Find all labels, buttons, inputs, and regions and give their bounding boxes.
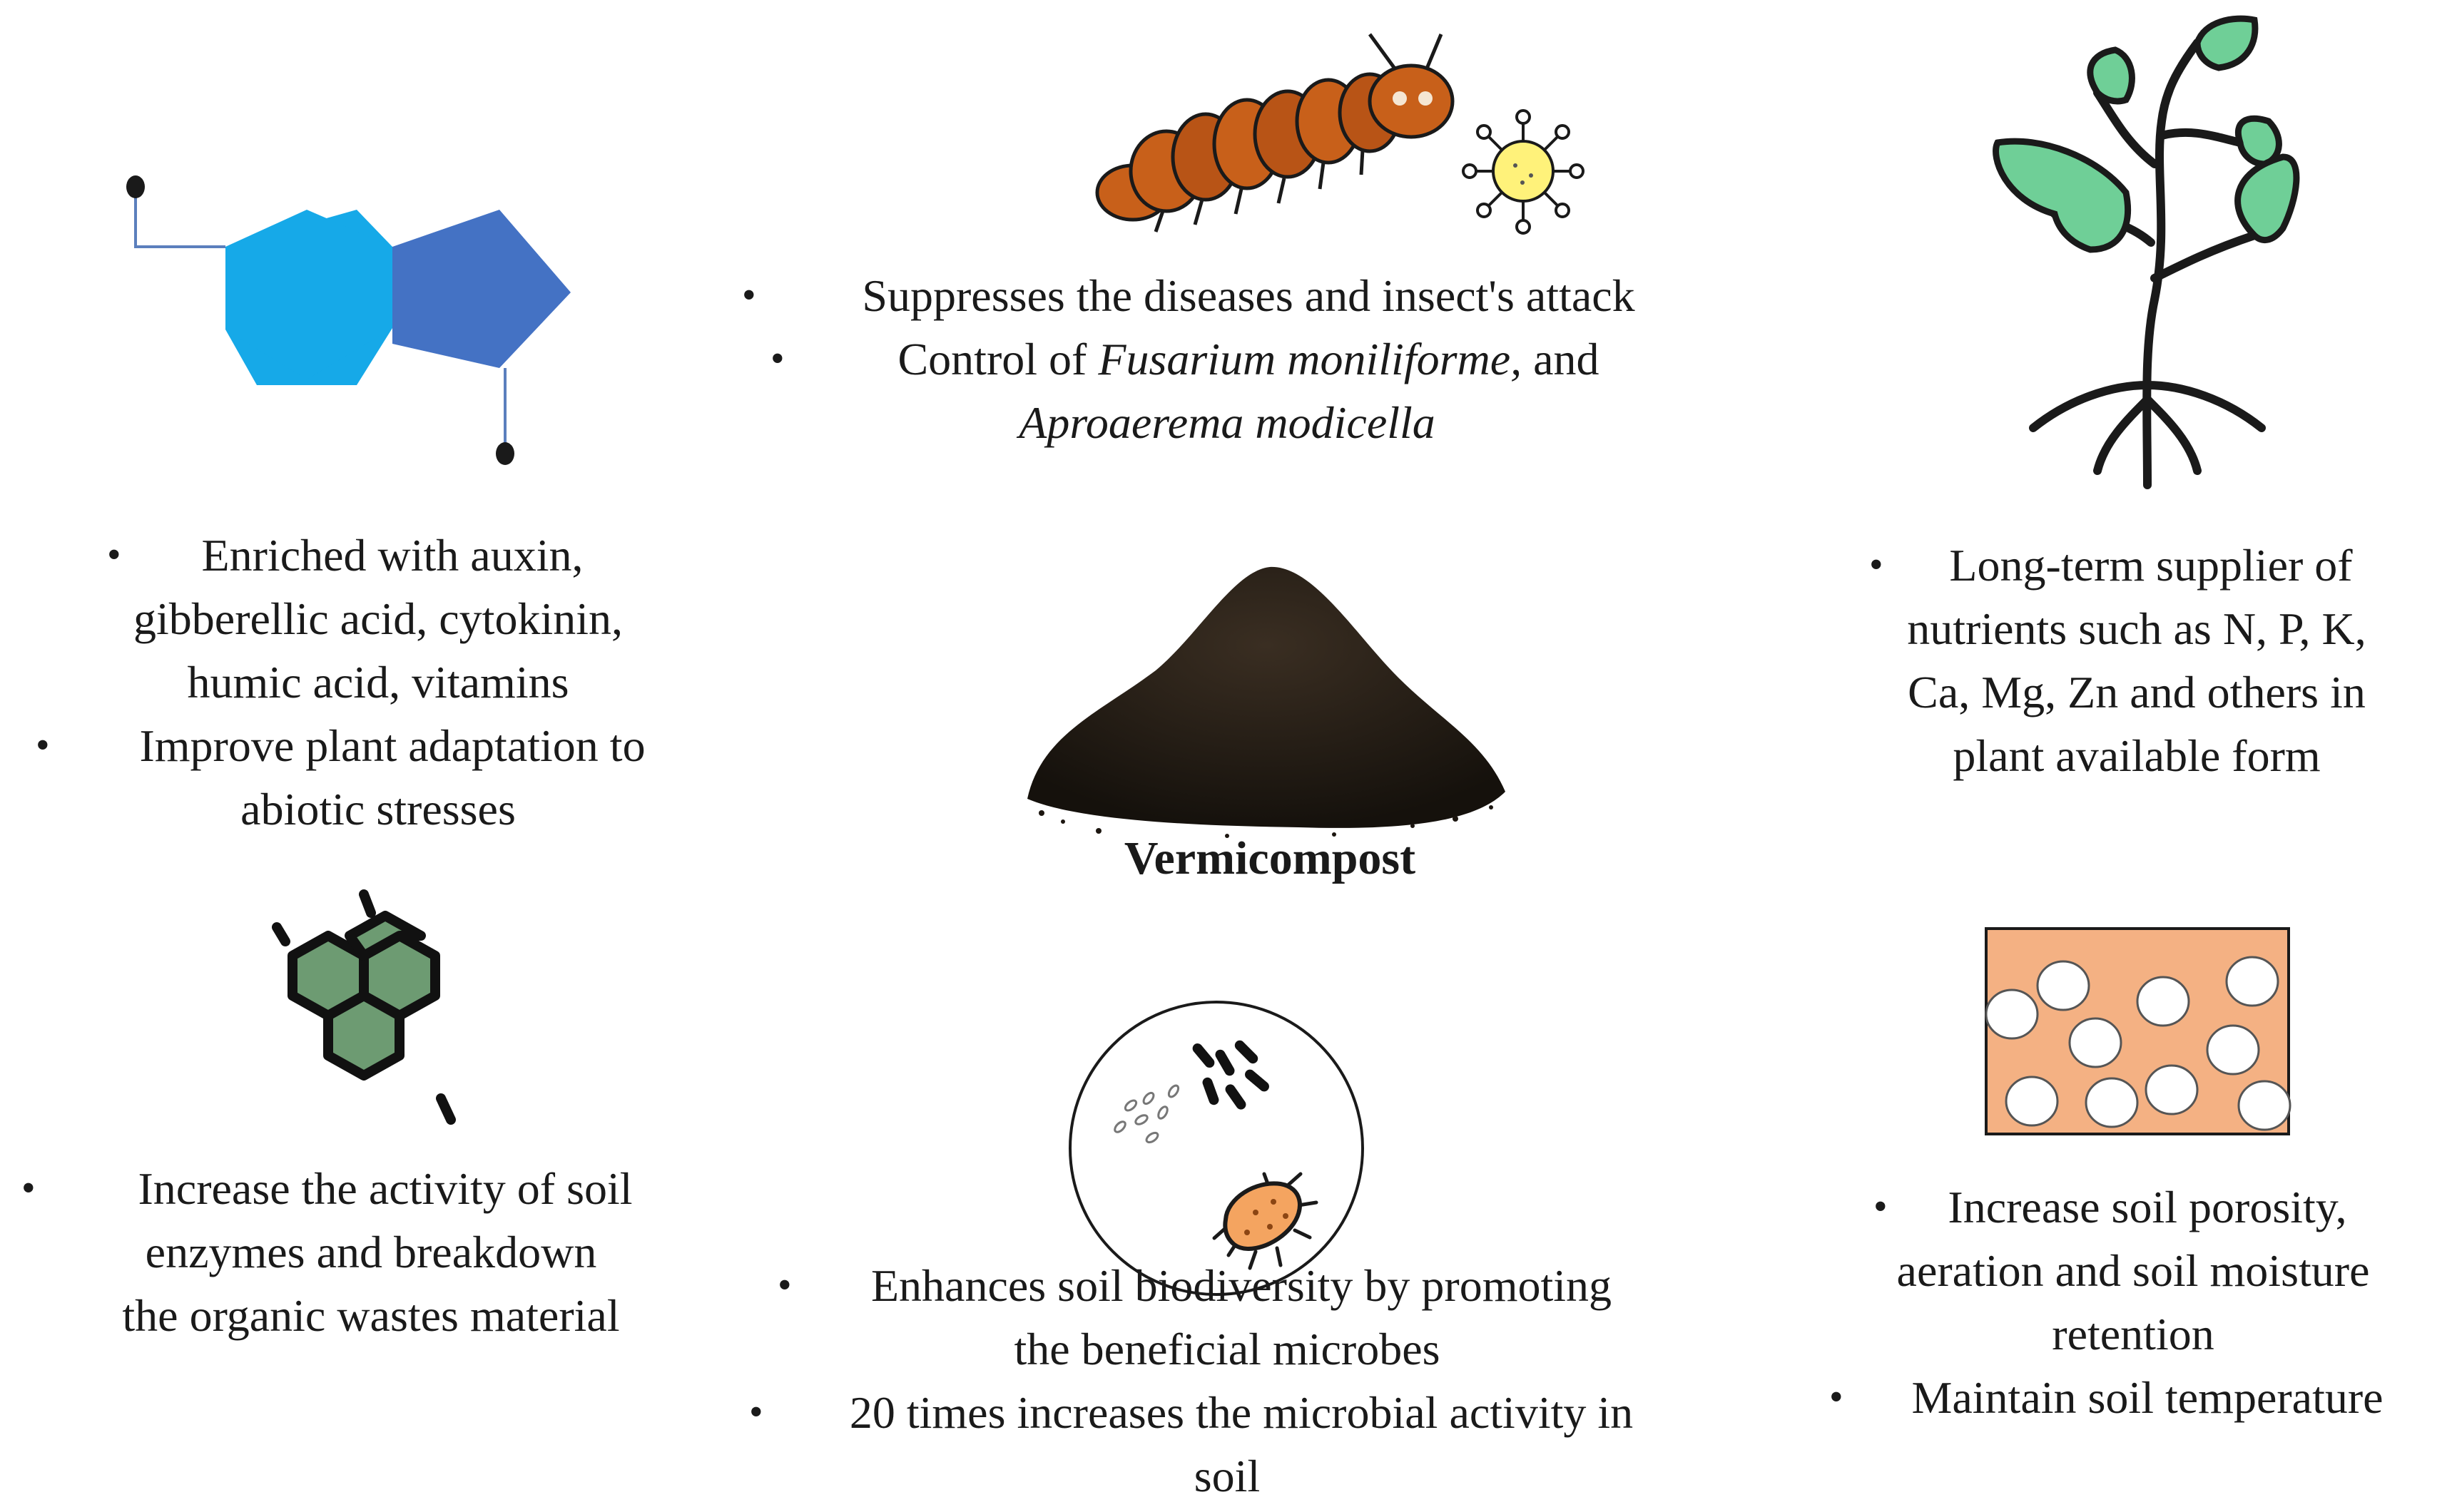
top-right-text: • Long-term supplier of nutrients such a… bbox=[1826, 533, 2447, 787]
vermicompost-label: Vermicompost bbox=[1124, 832, 1416, 884]
top-left-text: • Enriched with auxin, gibberellic acid,… bbox=[21, 523, 735, 841]
bullet-item: • 20 times increases the microbial activ… bbox=[749, 1387, 1634, 1501]
bullet-item: • Long-term supplier of nutrients such a… bbox=[1869, 540, 2366, 781]
bullet-item: • Increase soil porosity, aeration and s… bbox=[1873, 1182, 2370, 1359]
bottom-left-text: • Increase the activity of soil enzymes … bbox=[14, 1157, 728, 1347]
bullet-item: • Enriched with auxin, gibberellic acid,… bbox=[107, 530, 623, 708]
bullet-item: • Suppresses the diseases and insect's a… bbox=[742, 270, 1635, 321]
plant-icon bbox=[1993, 15, 2300, 489]
petri-dish-icon bbox=[1069, 1001, 1364, 1296]
porous-soil-icon bbox=[1985, 927, 2291, 1135]
bottom-right-text: • Increase soil porosity, aeration and s… bbox=[1812, 1175, 2454, 1429]
top-center-text: • Suppresses the diseases and insect's a… bbox=[728, 264, 1726, 454]
compost-pile-icon bbox=[1027, 566, 1505, 838]
bullet-item: • Enhances soil biodiversity by promotin… bbox=[778, 1260, 1612, 1374]
hormone-molecule-icon bbox=[126, 175, 571, 465]
bullet-item: • Maintain soil temperature bbox=[1829, 1372, 2384, 1423]
virus-icon bbox=[1462, 109, 1584, 235]
bullet-item: • Increase the activity of soil enzymes … bbox=[21, 1163, 633, 1341]
bullet-item: • Improve plant adaptation to abiotic st… bbox=[36, 720, 646, 834]
bottom-center-text: • Enhances soil biodiversity by promotin… bbox=[728, 1254, 1726, 1508]
caterpillar-icon bbox=[1095, 33, 1455, 233]
hexagon-enzyme-icon bbox=[272, 889, 456, 1125]
bullet-item: • Control of Fusarium moniliforme, and A… bbox=[770, 334, 1599, 448]
